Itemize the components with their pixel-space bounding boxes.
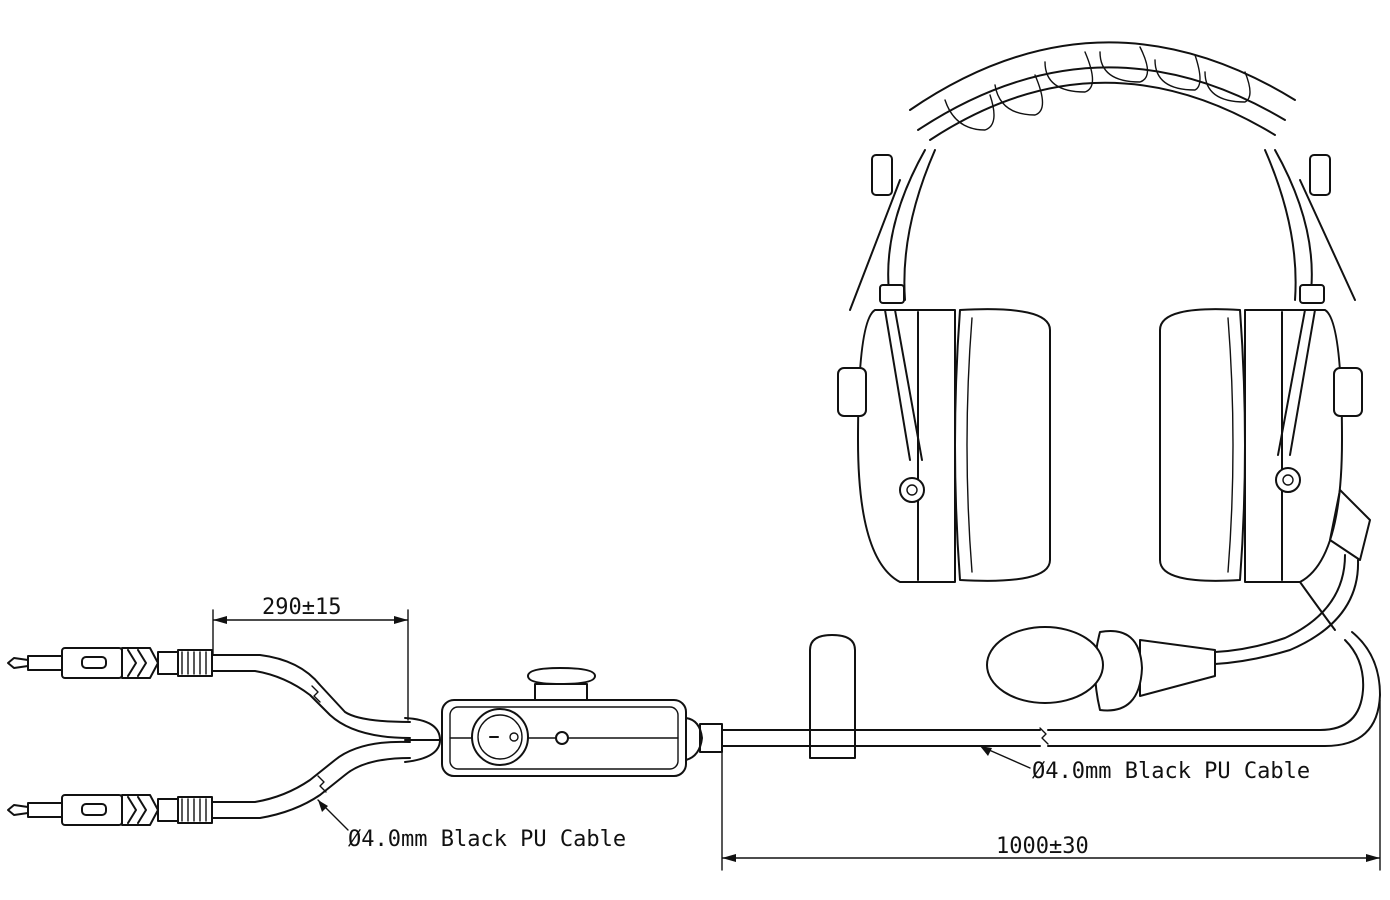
- spare-foam-windscreen: [809, 634, 856, 759]
- control-box: [404, 667, 723, 777]
- microphone-boom: [986, 489, 1371, 712]
- cable-spec-lower-label: Ø4.0mm Black PU Cable: [348, 827, 626, 852]
- dimension-290: 290±15: [212, 595, 409, 721]
- bottom-plug: [7, 740, 411, 826]
- main-cable: [721, 639, 1365, 731]
- cable-break-mark: [1039, 727, 1049, 745]
- headband: [849, 41, 1356, 311]
- right-ear-cup: [1159, 308, 1363, 583]
- left-ear-cup: [837, 308, 1051, 583]
- main-cable-length-label: 1000±30: [996, 834, 1089, 859]
- top-plug: [7, 647, 411, 739]
- split-length-label: 290±15: [262, 595, 341, 620]
- main-cable-lower: [721, 631, 1381, 747]
- dimension-1000: 1000±30: [721, 699, 1381, 871]
- cable-spec-main-label: Ø4.0mm Black PU Cable: [1032, 759, 1310, 784]
